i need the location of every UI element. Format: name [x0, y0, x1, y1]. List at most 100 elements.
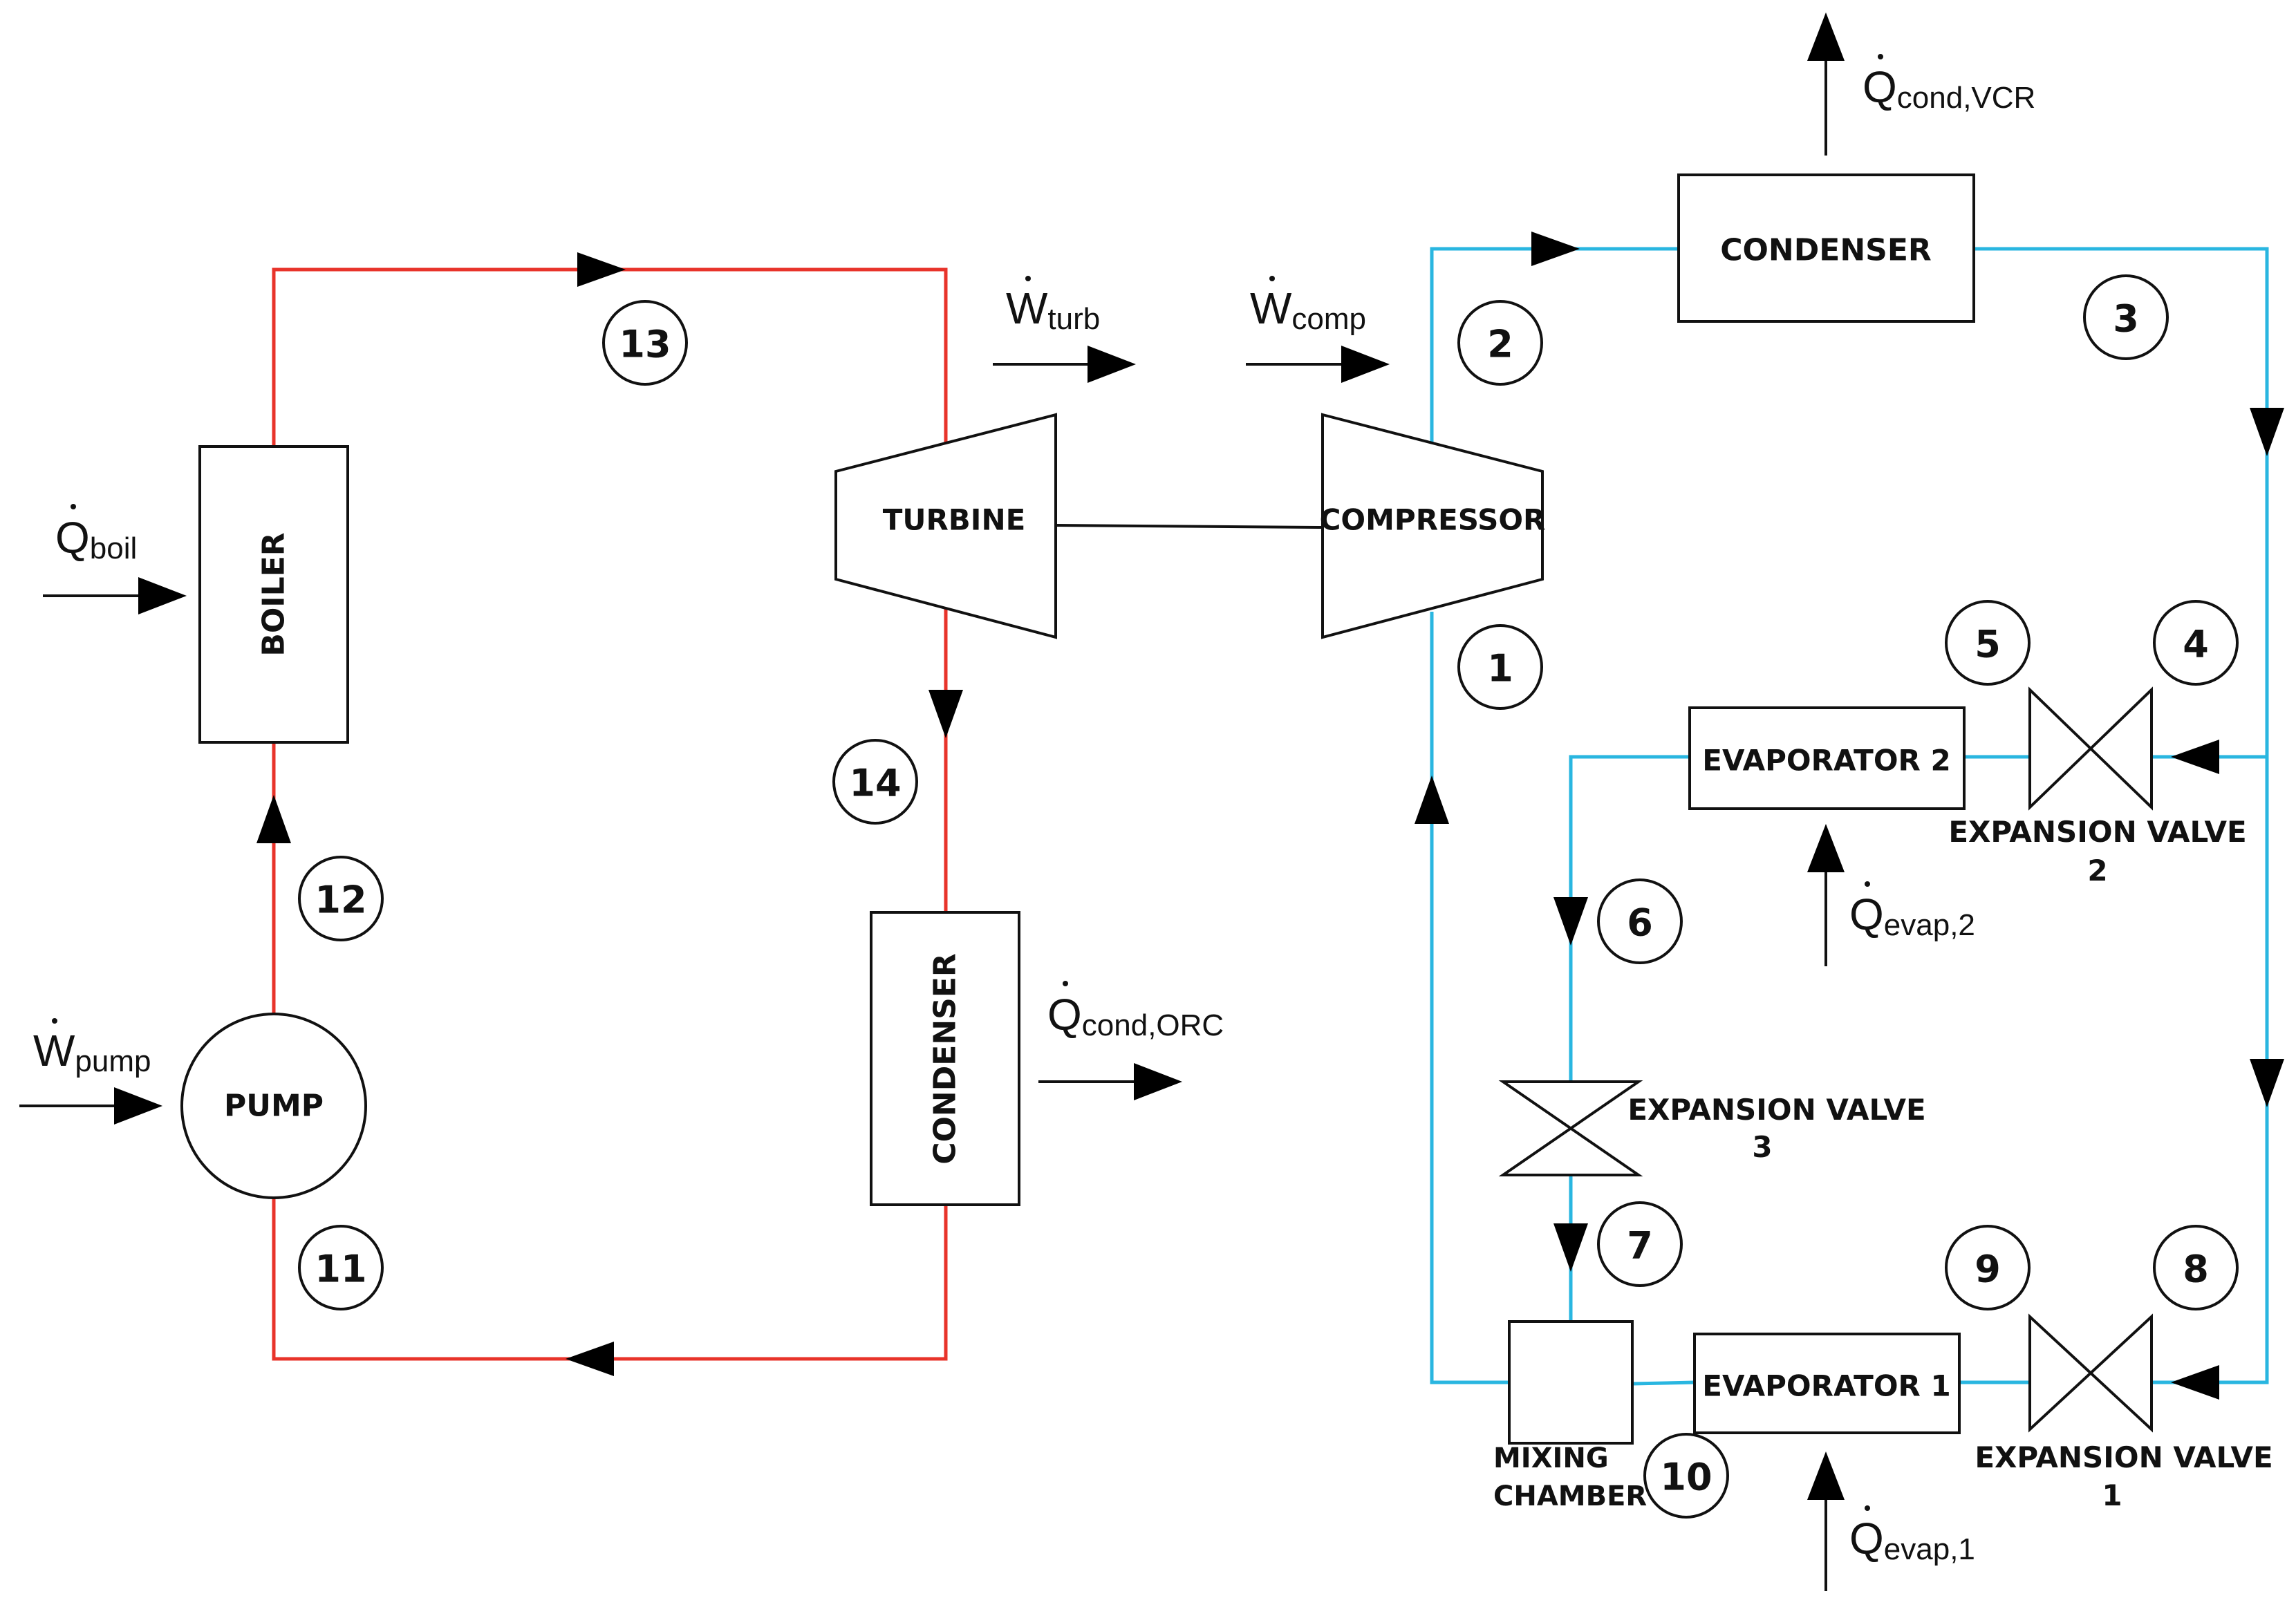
q-cond-vcr-label: Qcond,VCR	[1863, 54, 2035, 115]
w-pump-arrow	[19, 1087, 162, 1125]
svg-text:8: 8	[2183, 1248, 2209, 1291]
expansion-valve-1-symbol	[2028, 1313, 2153, 1433]
q-evap-1-arrow	[1807, 1451, 1845, 1591]
flow-arrow-12	[256, 795, 291, 843]
state-point-13: 13	[602, 300, 688, 386]
w-comp-arrow	[1246, 346, 1390, 383]
orc-circuit	[256, 252, 963, 1376]
state-point-2: 2	[1457, 300, 1543, 386]
evaporator-2: EVAPORATOR 2	[1688, 706, 1966, 810]
q-evap-2-arrow	[1807, 824, 1845, 966]
vcr-condenser-label: CONDENSER	[1720, 233, 1932, 268]
evaporator-1: EVAPORATOR 1	[1693, 1333, 1961, 1434]
expansion-valve-2-label-line-2: 2	[2087, 854, 2107, 887]
state-point-14: 14	[832, 739, 918, 825]
flow-arrow-13	[577, 252, 626, 287]
flow-arrow-14	[928, 690, 963, 738]
compressor-body	[1321, 413, 1544, 639]
state-point-6: 6	[1597, 878, 1683, 964]
mixing-chamber-label-line-2: CHAMBER	[1493, 1481, 1647, 1512]
mixing-chamber-label-line-1: MIXING	[1493, 1442, 1609, 1474]
svg-text:7: 7	[1627, 1224, 1653, 1268]
compressor-label: COMPRESSOR	[1320, 503, 1546, 537]
evaporator-2-label: EVAPORATOR 2	[1702, 744, 1950, 778]
q-cond-orc-label: Qcond,ORC	[1047, 981, 1224, 1042]
boiler-label: BOILER	[256, 532, 292, 656]
vcr-circuit	[1415, 232, 2284, 1400]
svg-text:5: 5	[1975, 623, 2001, 666]
flow-arrow-3b	[2250, 1059, 2284, 1107]
svg-text:Wcomp: Wcomp	[1250, 283, 1366, 336]
svg-text:Wturb: Wturb	[1006, 283, 1100, 336]
pump-label: PUMP	[224, 1089, 324, 1124]
vcr-line-evap1-to-mixer	[1632, 1380, 1695, 1386]
q-boil-arrow	[43, 577, 187, 614]
svg-text:14: 14	[849, 762, 901, 805]
pump-body	[180, 1013, 367, 1199]
evaporator-1-box	[1693, 1333, 1961, 1434]
vcr-condenser: CONDENSER	[1677, 173, 1975, 323]
shaft	[1055, 524, 1323, 529]
pump: PUMP	[180, 1013, 367, 1199]
orc-condenser: CONDENSER	[870, 911, 1020, 1206]
q-cond-vcr-arrow	[1807, 12, 1845, 156]
mixing-chamber: MIXING CHAMBER	[1493, 1320, 1647, 1512]
flow-arrow-4	[2171, 740, 2219, 774]
state-point-5: 5	[1945, 600, 2031, 686]
svg-text:Qcond,ORC: Qcond,ORC	[1047, 990, 1224, 1042]
vcr-line-evap2-to-valve3	[1569, 755, 1690, 1082]
evaporator-1-label: EVAPORATOR 1	[1702, 1369, 1950, 1403]
expansion-valve-3-label-line-1: EXPANSION VALVE	[1627, 1093, 1925, 1127]
svg-text:6: 6	[1627, 901, 1653, 945]
orc-condenser-box	[870, 911, 1020, 1206]
svg-text:12: 12	[315, 878, 366, 922]
state-point-8: 8	[2153, 1225, 2239, 1310]
flow-arrow-6	[1553, 897, 1588, 946]
vcr-line-compressor-to-condenser	[1430, 247, 1679, 442]
turbine-body	[834, 413, 1057, 639]
w-turb-arrow	[993, 346, 1136, 383]
orc-condenser-label: CONDENSER	[928, 953, 963, 1165]
state-point-1: 1	[1457, 624, 1543, 710]
w-pump-label: Wpump	[33, 1018, 151, 1078]
expansion-valve-3: EXPANSION VALVE 3	[1498, 1080, 1926, 1176]
flow-arrow-3	[2250, 408, 2284, 456]
boiler: BOILER	[198, 445, 349, 744]
expansion-valve-2-symbol	[2028, 686, 2153, 811]
flow-arrow-11	[566, 1342, 614, 1376]
svg-text:4: 4	[2183, 623, 2209, 666]
expansion-valve-3-label-line-2: 3	[1752, 1130, 1772, 1164]
svg-text:Wpump: Wpump	[33, 1026, 151, 1078]
svg-text:10: 10	[1660, 1456, 1712, 1499]
w-comp-label: Wcomp	[1250, 276, 1366, 336]
expansion-valve-1-label-line-2: 1	[2102, 1478, 2122, 1512]
svg-text:Qevap,2: Qevap,2	[1849, 890, 1975, 942]
state-point-12: 12	[298, 856, 384, 941]
turbine-label: TURBINE	[883, 503, 1026, 537]
expansion-valve-2: EXPANSION VALVE 2	[1948, 686, 2247, 887]
vcr-line-mixer-to-compressor	[1430, 612, 1509, 1384]
turbine: TURBINE	[834, 413, 1057, 639]
svg-text:Qevap,1: Qevap,1	[1849, 1514, 1975, 1566]
svg-text:1: 1	[1487, 647, 1513, 690]
state-markers: 13 14 12 11 2 3 1 5	[298, 274, 2239, 1519]
flow-arrow-2	[1531, 232, 1580, 266]
state-point-3: 3	[2083, 274, 2169, 360]
state-point-11: 11	[298, 1225, 384, 1310]
q-evap-1-label: Qevap,1	[1849, 1505, 1975, 1566]
expansion-valve-1-label-line-1: EXPANSION VALVE	[1975, 1440, 2272, 1474]
expansion-valve-1: EXPANSION VALVE 1	[1975, 1313, 2273, 1512]
expansion-valve-3-symbol	[1498, 1080, 1643, 1176]
state-point-4: 4	[2153, 600, 2239, 686]
mixing-chamber-box	[1508, 1320, 1634, 1445]
q-cond-orc-arrow	[1038, 1063, 1182, 1100]
flow-arrow-7	[1553, 1223, 1588, 1272]
svg-text:3: 3	[2113, 297, 2139, 341]
state-point-10: 10	[1643, 1433, 1729, 1519]
flow-arrow-1	[1415, 776, 1449, 824]
compressor: COMPRESSOR	[1320, 413, 1546, 639]
svg-text:13: 13	[619, 323, 671, 366]
vcr-condenser-box	[1677, 173, 1975, 323]
boiler-box	[198, 445, 349, 744]
